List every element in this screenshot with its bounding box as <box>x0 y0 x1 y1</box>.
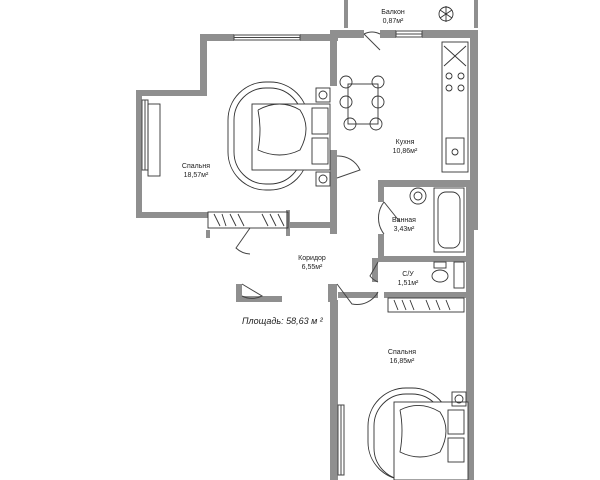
room-name-bathroom: Ванная <box>392 217 416 224</box>
windows <box>141 30 423 476</box>
bathroom-furniture <box>387 187 465 313</box>
room-name-kitchen: Кухня <box>396 139 415 146</box>
room-area-bedroom-2: 16,85м² <box>390 358 415 365</box>
bedroom2-furniture <box>367 387 469 480</box>
room-area-corridor: 6,55м² <box>302 264 323 271</box>
room-name-wc: С/У <box>402 271 414 278</box>
balcony-plant-icon <box>438 6 454 22</box>
kitchen-furniture <box>339 41 469 173</box>
room-area-kitchen: 10,86м² <box>393 148 418 155</box>
bedroom1-furniture <box>147 81 331 229</box>
room-area-wc: 1,51м² <box>398 280 419 287</box>
room-area-bedroom-1: 18,57м² <box>184 172 209 179</box>
doors <box>235 31 401 305</box>
room-name-corridor: Коридор <box>298 255 326 262</box>
room-name-bedroom-2: Спальня <box>388 349 416 356</box>
walls <box>136 0 478 480</box>
room-area-bathroom: 3,43м² <box>394 226 415 233</box>
room-area-balcony: 0,87м² <box>383 18 404 25</box>
room-name-bedroom-1: Спальня <box>182 163 210 170</box>
total-area-label: Площадь: 58,63 м ² <box>242 316 324 326</box>
room-name-balcony: Балкон <box>381 9 405 16</box>
room-labels: Балкон 0,87м² Кухня 10,86м² Спальня 18,5… <box>182 9 419 365</box>
